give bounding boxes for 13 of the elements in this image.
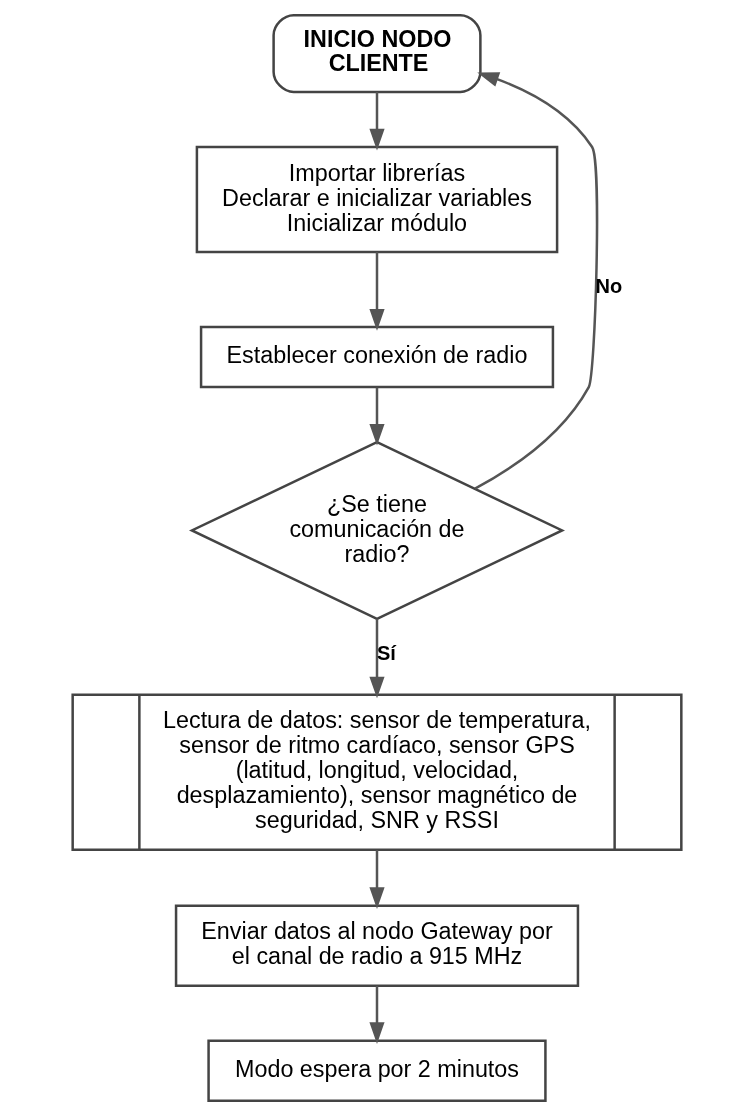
node-box: Establecer conexión de radio [199, 325, 554, 389]
arrow [368, 850, 385, 910]
node-diamond: ¿Se tiene comunicación de radio? [188, 440, 565, 621]
arrow [368, 91, 385, 151]
arrow [368, 252, 385, 331]
node-box: Importar librerías Declarar e inicializar variables Inicializar módulo [195, 145, 558, 254]
arrow [368, 618, 385, 699]
node-box: Enviar datos al nodo Gateway por el canal de radio a 915 MHz [174, 904, 579, 987]
node-box: INICIO NODO CLIENTE [271, 13, 482, 94]
arrow [368, 985, 385, 1044]
arrow [473, 72, 598, 490]
node-box: Modo espera por 2 minutos [206, 1039, 547, 1103]
arrow [368, 387, 385, 446]
